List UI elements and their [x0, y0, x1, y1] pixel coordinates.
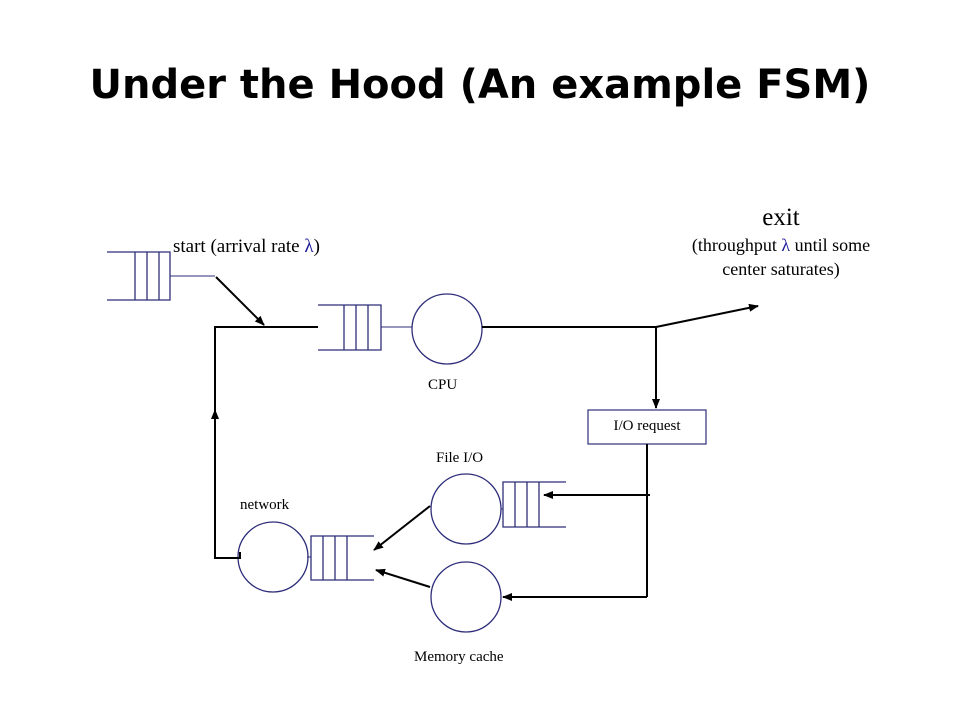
exit-line-1-post: until some: [790, 235, 871, 255]
exit-label: exit (throughput λ until some center sat…: [650, 203, 912, 281]
memory-cache-server: [430, 561, 502, 633]
start-queue: [107, 251, 171, 301]
cpu-queue: [318, 304, 382, 351]
file-io-to-network-arrow: [373, 505, 431, 551]
exit-heading: exit: [762, 204, 800, 231]
network-queue: [310, 535, 374, 581]
io-request-label: I/O request: [613, 418, 681, 434]
start-label: start (arrival rate λ): [173, 236, 320, 258]
cpu-label: CPU: [428, 377, 458, 393]
exit-line-2: center saturates): [722, 259, 840, 279]
feedback-loop-top: [214, 326, 318, 410]
network-server: [237, 521, 309, 593]
network-label: network: [240, 497, 290, 513]
exit-arrow: [655, 303, 759, 328]
file-io-queue: [502, 481, 566, 528]
memory-to-network-arrow: [375, 568, 431, 588]
start-label-text: start (arrival rate: [173, 236, 305, 257]
file-io-label: File I/O: [436, 450, 484, 466]
exit-line-1: (throughput λ until some: [650, 233, 912, 257]
memory-cache-label: Memory cache: [414, 649, 504, 665]
start-label-close: ): [313, 236, 320, 257]
file-io-server: [430, 473, 502, 545]
exit-line-1-pre: (throughput: [691, 235, 782, 255]
start-lambda: λ: [304, 236, 314, 257]
slide-title: Under the Hood (An example FSM): [89, 62, 871, 108]
feedback-loop-line: [211, 409, 241, 559]
exit-lambda: λ: [781, 235, 791, 255]
start-arrow: [215, 276, 265, 326]
cpu-server: [411, 293, 483, 365]
